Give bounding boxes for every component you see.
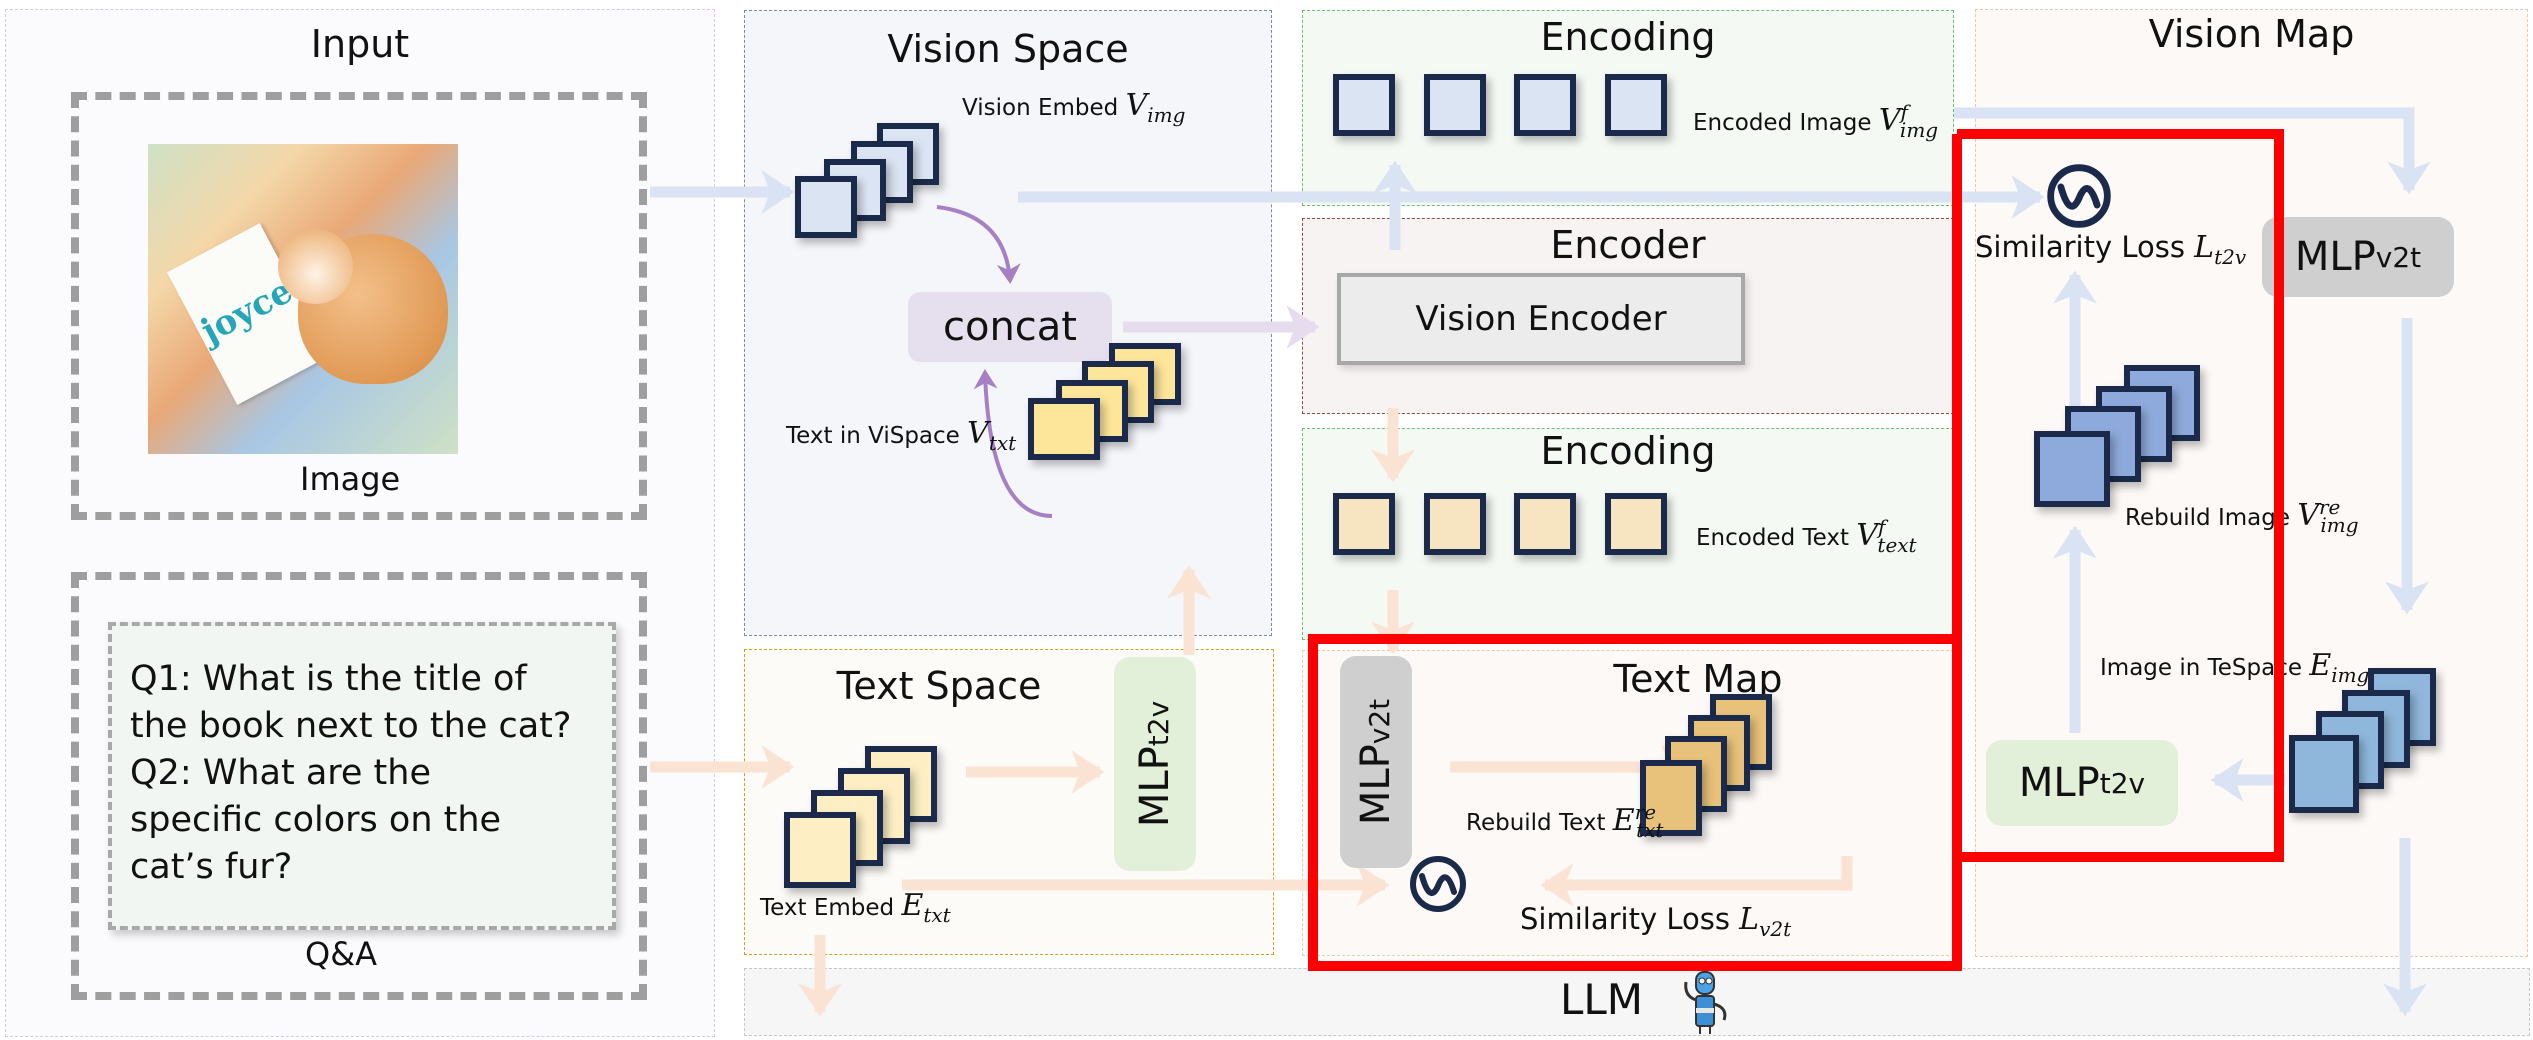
encoded-image-tile: [1514, 74, 1576, 136]
text-vispace-symbol: Vtxt: [967, 416, 1017, 455]
encoded-text-tile: [1333, 493, 1395, 555]
encoded-image-tile: [1424, 74, 1486, 136]
robot-icon: [1676, 968, 1736, 1036]
encoded-image-label: Encoded Image Vfimg: [1693, 100, 1939, 142]
encoded-text-tile: [1605, 493, 1667, 555]
image-tespace-symbol: Eimg: [2309, 648, 2370, 687]
rebuild-text-label: Rebuild Text Eretxt: [1466, 800, 1664, 842]
rebuild-image-label: Rebuild Image Vreimg: [2125, 495, 2359, 537]
llm-bar: [744, 968, 2530, 1036]
text-vispace-label: Text in ViSpace Vtxt: [786, 416, 1017, 455]
rebuild-image-tile: [2034, 431, 2110, 507]
encoded-text-symbol: Vftext: [1856, 515, 1917, 557]
qa-line: the book next to the cat?: [130, 706, 572, 746]
input-image: joyce: [148, 144, 458, 454]
text-map-title: Text Map: [1613, 657, 1783, 701]
image-caption: Image: [300, 460, 401, 498]
image-frame: [71, 92, 647, 520]
encoded-text-tile: [1424, 493, 1486, 555]
qa-line: Q2: What are the: [130, 753, 431, 793]
vision-map-title: Vision Map: [2148, 12, 2355, 56]
mlp-v2t-textmap-block: MLPv2t: [1340, 656, 1412, 868]
text-vispace-tile: [1028, 398, 1100, 460]
encoder-title: Encoder: [1550, 223, 1706, 267]
similarity-loss-t2v-icon: [2045, 162, 2113, 230]
similarity-loss-v2t-label: Similarity Loss Lv2t: [1520, 902, 1792, 941]
vision-embed-symbol: Vimg: [1125, 88, 1186, 127]
cat-head: [278, 229, 353, 304]
qa-card: Q1: What is the title of the book next t…: [108, 622, 616, 930]
vision-encoder-block: Vision Encoder: [1337, 273, 1745, 365]
llm-label: LLM: [1560, 975, 1644, 1024]
loss-t2v-symbol: Lt2v: [2194, 230, 2247, 269]
qa-frame: [71, 572, 647, 1000]
image-tespace-tile: [2289, 735, 2359, 813]
rebuild-text-symbol: Eretxt: [1612, 800, 1664, 842]
qa-line: cat’s fur?: [130, 847, 293, 887]
encoded-text-label: Encoded Text Vftext: [1696, 515, 1917, 557]
encoded-image-tile: [1333, 74, 1395, 136]
concat-block: concat: [908, 292, 1112, 362]
encoding-top-title: Encoding: [1540, 15, 1716, 59]
text-embed-symbol: Etxt: [901, 888, 951, 927]
similarity-loss-v2t-icon: [1408, 854, 1468, 914]
text-space-title: Text Space: [836, 664, 1042, 708]
qa-line: Q1: What is the title of: [130, 659, 527, 699]
qa-caption: Q&A: [305, 935, 378, 973]
vision-space-title: Vision Space: [887, 27, 1129, 71]
mlp-t2v-textspace-block: MLPt2v: [1114, 657, 1196, 871]
encoding-bottom-title: Encoding: [1540, 429, 1716, 473]
encoded-image-symbol: Vfimg: [1878, 100, 1939, 142]
text-embed-label: Text Embed Etxt: [760, 888, 951, 927]
image-tespace-label: Image in TeSpace Eimg: [2100, 648, 2370, 687]
input-title: Input: [310, 22, 410, 66]
encoded-text-tile: [1514, 493, 1576, 555]
vision-embed-tile: [795, 176, 857, 238]
loss-v2t-symbol: Lv2t: [1739, 902, 1792, 941]
encoded-image-tile: [1605, 74, 1667, 136]
text-embed-tile: [784, 812, 856, 888]
qa-line: specific colors on the: [130, 800, 502, 840]
similarity-loss-t2v-label: Similarity Loss Lt2v: [1975, 230, 2247, 269]
rebuild-image-symbol: Vreimg: [2297, 495, 2359, 537]
vision-embed-label: Vision Embed Vimg: [962, 88, 1186, 127]
